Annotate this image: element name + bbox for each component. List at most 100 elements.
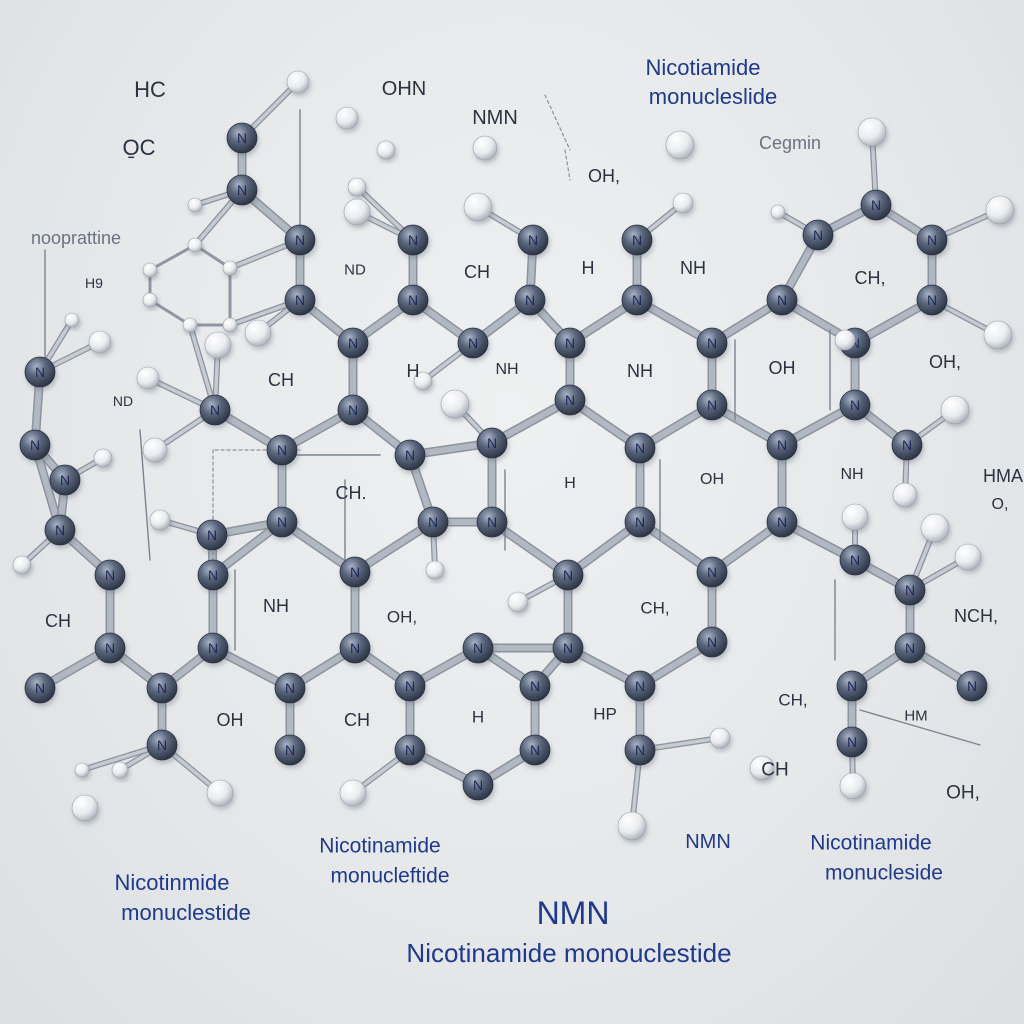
atom-symbol: N (157, 680, 167, 696)
hydrogen-atom (672, 192, 694, 214)
hydrogen-atom (74, 762, 90, 778)
atom-symbol: N (60, 472, 70, 488)
label-oh-row3: OH (700, 471, 724, 488)
hydrogen-atom (222, 317, 238, 333)
label-nooprattine: nooprattine (30, 228, 122, 248)
atom-symbol: N (528, 232, 538, 248)
hydrogen-atom (841, 503, 869, 531)
atom-symbol: N (905, 640, 915, 656)
nitrogen-atom: N (49, 464, 81, 496)
hydrogen-atom (142, 292, 158, 308)
label-ch-row4: CH (45, 611, 71, 631)
ring-bond (148, 298, 192, 327)
atom-symbol: N (565, 335, 575, 351)
atom-symbol: N (487, 514, 497, 530)
label-hm-row5: HM (904, 707, 928, 725)
atom-symbol: N (635, 742, 645, 758)
label-ch2-row5: CH, (778, 690, 808, 710)
hydrogen-atom (954, 543, 982, 571)
hydrogen-atom (376, 140, 396, 160)
nitrogen-atom: N (766, 284, 798, 316)
label-nmn-small: NMN (685, 831, 731, 853)
nitrogen-atom: N (146, 729, 178, 761)
ring-bond (148, 243, 197, 272)
atom-symbol: N (847, 734, 857, 750)
label-nh-row1: NH (680, 258, 706, 278)
atom-symbol: N (473, 777, 483, 793)
nitrogen-atom: N (197, 559, 229, 591)
atom-symbol: N (635, 678, 645, 694)
hydrogen-atom (182, 317, 198, 333)
top-title-line1: Nicotiamide (645, 55, 761, 80)
atom-symbol: N (707, 634, 717, 650)
nitrogen-atom: N (462, 632, 494, 664)
nitrogen-atom: N (226, 122, 258, 154)
nitrogen-atom: N (696, 327, 728, 359)
atom-symbol: N (105, 640, 115, 656)
hydrogen-atom (749, 755, 775, 781)
nitrogen-atom: N (624, 506, 656, 538)
nitrogen-atom: N (397, 284, 429, 316)
nitrogen-atom: N (621, 284, 653, 316)
label-h9: H9 (85, 275, 103, 291)
label-oc: O̱C (122, 135, 156, 160)
hydrogen-atom (204, 331, 232, 359)
label-hma: HMA (983, 466, 1023, 486)
nitrogen-atom: N (696, 626, 728, 658)
hydrogen-atom (142, 262, 158, 278)
atom-symbol: N (905, 582, 915, 598)
top-title-line2: monucleslide (648, 84, 778, 109)
label-ch2-row1: CH, (854, 268, 886, 288)
hydrogen-atom (985, 195, 1015, 225)
label-ch2-row4: CH, (640, 598, 670, 618)
atom-symbol: N (157, 737, 167, 753)
label-oh-row1: OH, (587, 166, 621, 186)
label-oh-row4: OH, (386, 607, 418, 627)
label-o-row3: O, (991, 496, 1009, 513)
thin-line-layer (44, 94, 981, 746)
hydrogen-atom (187, 197, 203, 213)
nitrogen-atom: N (916, 284, 948, 316)
nitrogen-atom: N (802, 219, 834, 251)
atom-symbol: N (350, 640, 360, 656)
hydrogen-atom (472, 135, 498, 161)
label-ohn: OHN (381, 78, 427, 100)
atom-symbol: N (525, 292, 535, 308)
label-hc: HC (134, 77, 166, 102)
atom-symbol: N (777, 514, 787, 530)
nitrogen-atom: N (624, 670, 656, 702)
atom-symbol: N (405, 742, 415, 758)
label-h-row5: H (471, 707, 485, 727)
guide-line (544, 94, 571, 151)
hydrogen-atom (339, 779, 367, 807)
hydrogen-atom (187, 237, 203, 253)
atom-symbol: N (35, 680, 45, 696)
nitrogen-atom: N (266, 506, 298, 538)
nitrogen-atom: N (621, 224, 653, 256)
hydrogen-atom (347, 177, 367, 197)
atom-symbol: N (350, 564, 360, 580)
atom-symbol: N (777, 292, 787, 308)
bond-highlight (352, 519, 436, 575)
nitrogen-atom: N (894, 574, 926, 606)
label-h-row1: H (581, 258, 595, 278)
nitrogen-atom: N (284, 284, 316, 316)
nitrogen-atom: N (24, 672, 56, 704)
label-oh-row2: OH (768, 358, 796, 378)
hydrogen-atom (920, 513, 950, 543)
nitrogen-atom: N (624, 734, 656, 766)
atom-symbol: N (707, 335, 717, 351)
hydrogen-atom (136, 366, 160, 390)
hydrogen-atom (940, 395, 970, 425)
label-nh2-row2: NH (627, 361, 653, 381)
atom-symbol: N (408, 292, 418, 308)
atom-symbol: N (632, 292, 642, 308)
double-bond-line (859, 709, 981, 746)
atom-symbol: N (55, 522, 65, 538)
atom-symbol: N (563, 640, 573, 656)
label-ch-row2: CH (268, 370, 294, 390)
hydrogen-atom (440, 389, 470, 419)
label-oh2-row2: OH, (928, 352, 962, 372)
hydrogen-atom (335, 106, 359, 130)
bond-layer (19, 79, 1003, 829)
